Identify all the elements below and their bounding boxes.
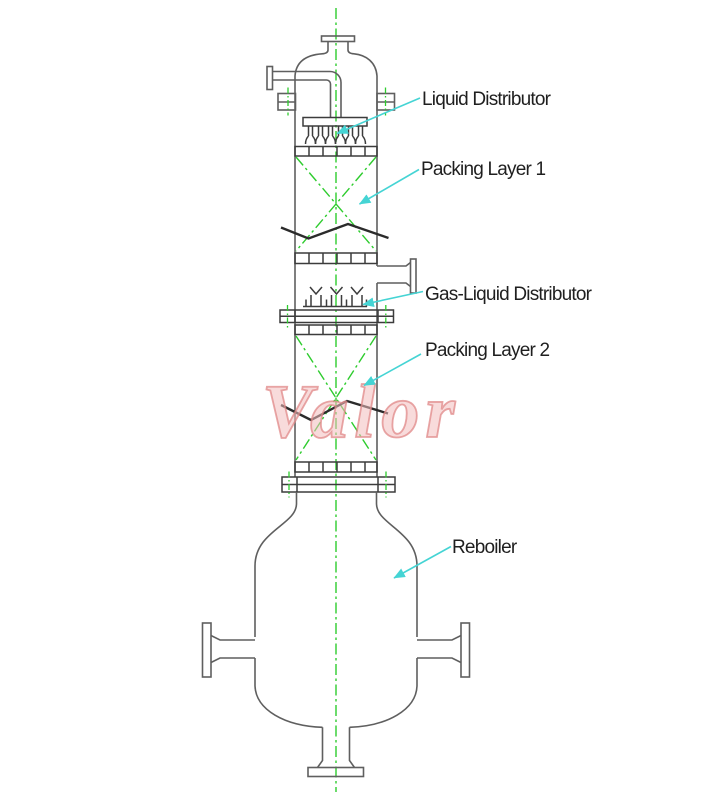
leader-packing-layer-2 bbox=[363, 353, 422, 387]
reboiler-nozzle-left-flange bbox=[201, 622, 212, 678]
reboiler-vessel bbox=[254, 492, 418, 729]
packing-support-grid-1 bbox=[294, 145, 378, 157]
shell-lug-right bbox=[376, 87, 396, 116]
liquid-distributor bbox=[302, 116, 368, 145]
reboiler-bottom-outlet bbox=[307, 727, 365, 778]
label-gas-liquid-distributor: Gas-Liquid Distributor bbox=[425, 284, 593, 305]
packing-support-grid-4 bbox=[294, 461, 378, 473]
packing-support-grid-2 bbox=[294, 252, 378, 265]
label-packing-layer-2: Packing Layer 2 bbox=[425, 340, 549, 361]
leader-packing-layer-1 bbox=[358, 168, 420, 205]
label-reboiler: Reboiler bbox=[452, 537, 518, 558]
gas-liquid-distributor bbox=[303, 286, 368, 308]
girth-flange-mid bbox=[279, 305, 395, 328]
bed-limiter-chevron-2 bbox=[280, 399, 389, 422]
packing-bed-2 bbox=[295, 335, 377, 461]
shell-lug-left bbox=[277, 87, 297, 116]
reboiler-nozzle-right bbox=[417, 622, 471, 678]
packing-support-grid-3 bbox=[294, 324, 378, 336]
reboiler-nozzle-left bbox=[201, 622, 255, 678]
leader-reboiler bbox=[393, 545, 452, 579]
side-nozzle-right bbox=[377, 258, 417, 294]
packing-bed-1 bbox=[295, 156, 377, 252]
reflux-inlet-flange bbox=[266, 65, 274, 91]
label-liquid-distributor: Liquid Distributor bbox=[422, 89, 552, 110]
distributor-tray bbox=[302, 116, 368, 127]
bed-limiter-chevron-1 bbox=[280, 222, 389, 240]
side-nozzle-flange bbox=[409, 258, 417, 294]
top-head bbox=[294, 53, 378, 77]
bottom-girth-flange bbox=[281, 471, 396, 498]
leader-lines bbox=[336, 97, 452, 579]
leader-liquid-distributor bbox=[336, 97, 421, 135]
top-nozzle bbox=[320, 35, 356, 55]
labels: Liquid Distributor Packing Layer 1 Gas-L… bbox=[421, 89, 593, 558]
reboiler-nozzle-right-flange bbox=[460, 622, 471, 678]
label-packing-layer-1: Packing Layer 1 bbox=[421, 159, 545, 180]
leader-gas-liquid-distributor bbox=[362, 290, 424, 307]
bottom-outlet-flange bbox=[307, 766, 365, 778]
reflux-inlet-pipe bbox=[266, 65, 342, 118]
watermark-text: Valor bbox=[262, 370, 461, 454]
